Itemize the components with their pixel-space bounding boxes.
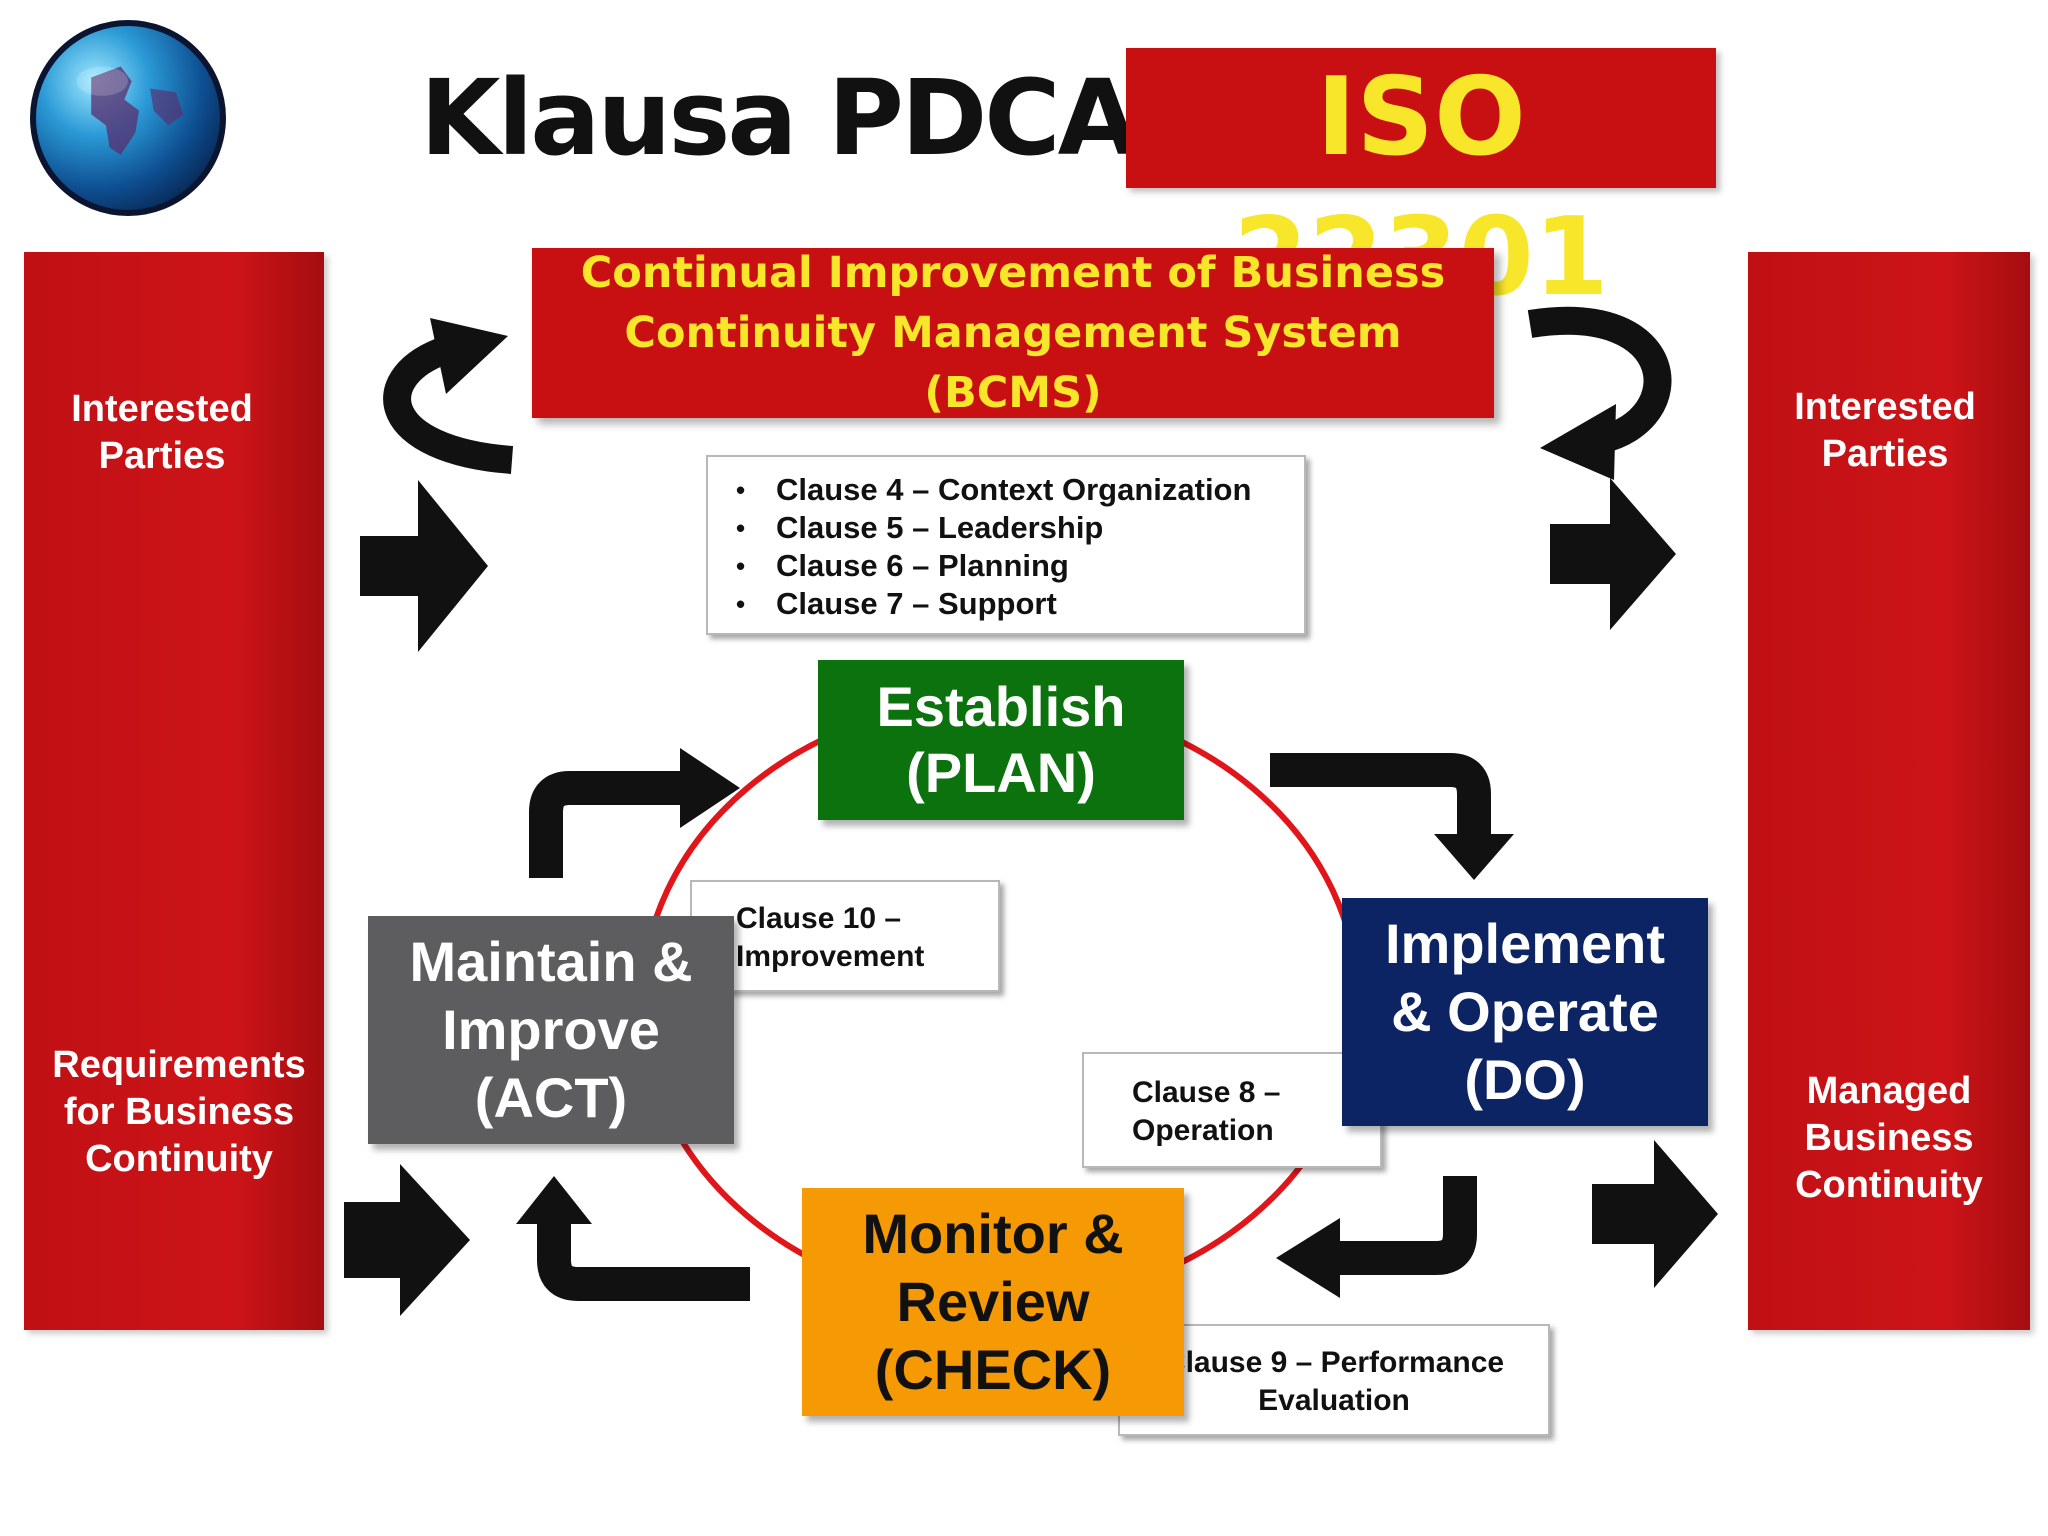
cycle-arrow-do-to-check-icon xyxy=(1276,1176,1477,1298)
right-top-label: Interested Parties xyxy=(1748,384,2022,478)
arrow-right-icon-left-top xyxy=(360,480,488,652)
globe-icon xyxy=(30,20,226,216)
check-phase-line2: Review xyxy=(896,1270,1090,1333)
cycle-arrow-act-to-plan-icon xyxy=(529,748,740,878)
page-title: Klausa PDCA xyxy=(420,57,1138,179)
act-phase-line3: (ACT) xyxy=(474,1066,628,1129)
bcms-banner-line2: Continuity Management System (BCMS) xyxy=(624,308,1402,418)
clause-10-note: Clause 10 – Improvement xyxy=(690,880,1000,992)
right-top-label-line2: Parties xyxy=(1821,433,1949,475)
check-phase-line1: Monitor & xyxy=(862,1202,1124,1265)
clause-8-line2: Operation xyxy=(1132,1114,1274,1147)
cycle-arrow-check-to-act-icon xyxy=(516,1176,750,1301)
clause-10-line2: Improvement xyxy=(736,940,925,973)
standard-badge: ISO 22301 xyxy=(1126,48,1716,320)
do-phase-line1: Implement xyxy=(1384,912,1666,975)
plan-clause-list: Clause 4 – Context Organization Clause 5… xyxy=(706,455,1306,635)
cycle-arrow-plan-to-do-icon xyxy=(1270,753,1514,880)
curved-arrow-right-icon xyxy=(1527,306,1672,480)
left-input-bar xyxy=(24,252,324,1330)
left-top-label-line2: Parties xyxy=(98,435,226,477)
left-bottom-label: Requirements for Business Continuity xyxy=(24,1042,334,1183)
right-bottom-label-line1: Managed xyxy=(1806,1070,1972,1112)
act-phase-line2: Improve xyxy=(442,998,660,1061)
right-output-bar xyxy=(1748,252,2030,1330)
globe-land-icon xyxy=(76,66,184,155)
arrow-right-icon-right-bottom xyxy=(1592,1140,1718,1288)
act-phase-line1: Maintain & xyxy=(409,930,693,993)
clause-9-line1: Clause 9 – Performance xyxy=(1163,1346,1505,1379)
plan-phase-line2: (PLAN) xyxy=(906,741,1096,804)
plan-phase-line1: Establish xyxy=(876,675,1126,738)
list-item: Clause 7 – Support xyxy=(730,585,1294,623)
check-phase-line3: (CHECK) xyxy=(874,1338,1112,1401)
right-bottom-label-line2: Business xyxy=(1804,1117,1974,1159)
clause-10-line1: Clause 10 – xyxy=(736,902,902,935)
right-bottom-label: Managed Business Continuity xyxy=(1748,1068,2030,1209)
list-item: Clause 6 – Planning xyxy=(730,547,1294,585)
left-bottom-label-line3: Continuity xyxy=(85,1138,273,1180)
curved-arrow-left-icon xyxy=(383,318,514,474)
left-top-label: Interested Parties xyxy=(24,386,300,480)
left-top-label-line1: Interested xyxy=(71,388,253,430)
list-item: Clause 4 – Context Organization xyxy=(730,471,1294,509)
list-item: Clause 5 – Leadership xyxy=(730,509,1294,547)
left-bottom-label-line2: for Business xyxy=(63,1091,295,1133)
clause-9-note: Clause 9 – Performance Evaluation xyxy=(1118,1324,1550,1436)
arrow-right-icon-left-bottom xyxy=(344,1164,470,1316)
do-phase-line2: & Operate xyxy=(1391,980,1659,1043)
do-phase-box: Implement & Operate (DO) xyxy=(1342,898,1708,1126)
clause-8-note: Clause 8 – Operation xyxy=(1082,1052,1382,1168)
check-phase-box: Monitor & Review (CHECK) xyxy=(802,1188,1184,1416)
clause-8-line1: Clause 8 – xyxy=(1132,1076,1281,1109)
act-phase-box: Maintain & Improve (ACT) xyxy=(368,916,734,1144)
plan-phase-box: Establish (PLAN) xyxy=(818,660,1184,820)
right-bottom-label-line3: Continuity xyxy=(1795,1164,1983,1206)
arrow-right-icon-right-top xyxy=(1550,478,1676,630)
bcms-banner-line1: Continual Improvement of Business xyxy=(580,248,1446,298)
do-phase-line3: (DO) xyxy=(1464,1048,1586,1111)
clause-9-line2: Evaluation xyxy=(1258,1384,1410,1417)
left-bottom-label-line1: Requirements xyxy=(52,1044,306,1086)
bcms-banner: Continual Improvement of Business Contin… xyxy=(532,248,1494,418)
right-top-label-line1: Interested xyxy=(1794,386,1976,428)
